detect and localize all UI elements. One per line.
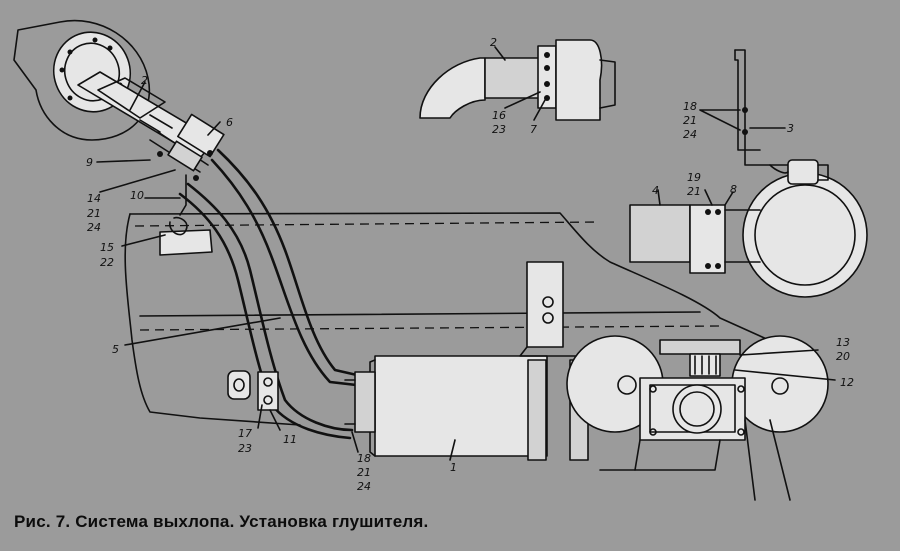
exhaust-pipe-routes: [178, 148, 372, 440]
label-21: 21: [357, 466, 371, 479]
label-18: 18: [357, 452, 371, 465]
label-24: 24: [357, 480, 371, 493]
label-11: 11: [283, 433, 297, 446]
label-13: 13: [836, 336, 850, 349]
figure-caption: Рис. 7. Система выхлопа. Установка глуши…: [14, 512, 429, 531]
label-15: 15: [100, 241, 114, 254]
label-5: 5: [112, 343, 119, 356]
label-14: 14: [87, 192, 101, 205]
label-17: 17: [238, 427, 252, 440]
label-2-inset: 2: [490, 36, 497, 49]
label-24: 24: [683, 128, 697, 141]
wall-clamps: [227, 370, 279, 411]
label-24: 24: [87, 221, 101, 234]
leader-lines: [96, 46, 836, 461]
inset-ring-flange: [629, 49, 868, 298]
label-6: 6: [226, 116, 233, 129]
label-21: 21: [687, 185, 701, 198]
inset-pipe-clamp: [419, 39, 616, 121]
upper-pipe-bracket: [77, 71, 225, 256]
wheel-assembly: [566, 335, 829, 501]
label-9: 9: [86, 156, 93, 169]
label-23: 23: [238, 442, 252, 455]
part-labels: 2 6 9 14 21 24 10 15 22 5 17 23 11 18 21…: [86, 36, 854, 493]
muffler: [344, 261, 596, 461]
label-2: 2: [141, 74, 148, 87]
label-12: 12: [840, 376, 854, 389]
label-8: 8: [730, 183, 737, 196]
label-19: 19: [687, 171, 701, 184]
label-20: 20: [836, 350, 850, 363]
label-21: 21: [87, 207, 101, 220]
label-21: 21: [683, 114, 697, 127]
label-16: 16: [492, 109, 506, 122]
label-18: 18: [683, 100, 697, 113]
label-4: 4: [652, 184, 659, 197]
label-23: 23: [492, 123, 506, 136]
label-10: 10: [130, 189, 144, 202]
label-22: 22: [100, 256, 114, 269]
label-3: 3: [787, 122, 794, 135]
label-1: 1: [450, 461, 457, 474]
label-7: 7: [530, 123, 537, 136]
